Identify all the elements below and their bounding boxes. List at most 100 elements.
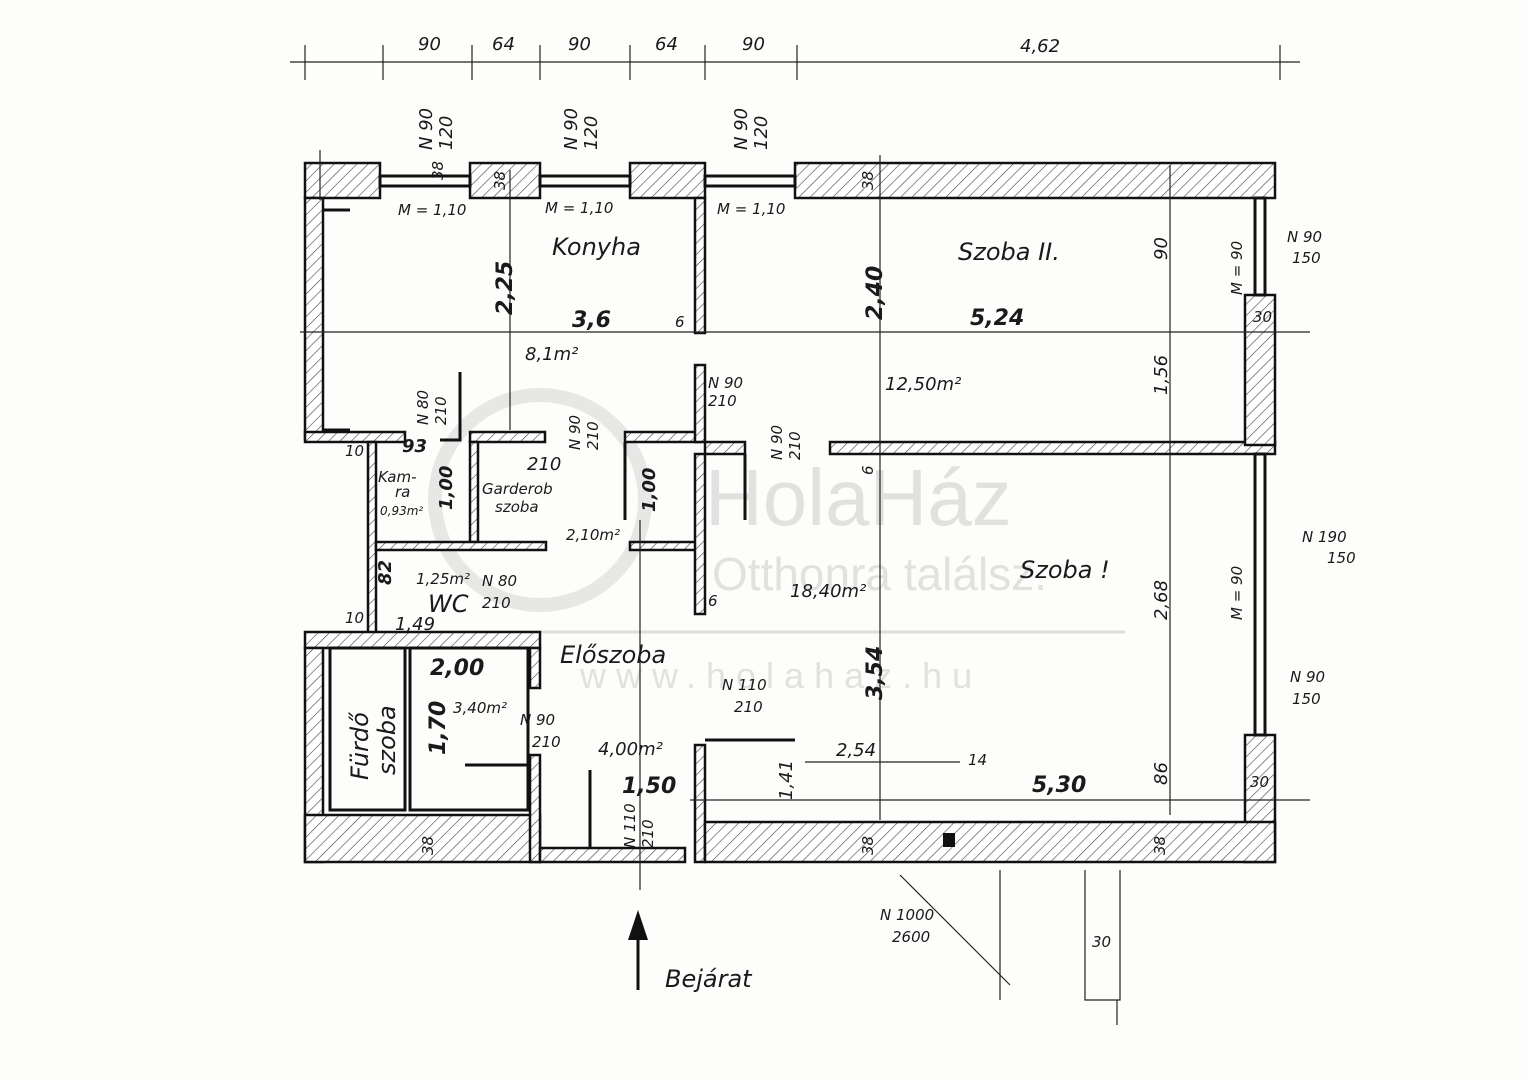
door-size: N 90 (768, 425, 786, 460)
room-width: 1,50 (622, 774, 676, 799)
dim-label: 1,41 (776, 760, 797, 800)
window-height: 150 (1327, 549, 1356, 567)
room-width: 210 (527, 454, 561, 475)
room-width: 1,49 (395, 614, 435, 635)
room-eloszoba: Előszoba 4,00m² 1,50 (560, 641, 676, 799)
door-size: N 1000 (880, 906, 934, 924)
watermark-url: www.holahaz.hu (579, 655, 982, 696)
watermark-brand: HolaHáz (705, 453, 1012, 542)
window-sill: M = 1,10 (717, 200, 785, 218)
dim-label: 30 (1253, 308, 1272, 326)
wall-thickness: 38 (859, 171, 877, 190)
room-name: Fürdő (346, 712, 374, 780)
room-width: 3,6 (572, 308, 611, 333)
dimension-lines (300, 150, 1310, 890)
room-depth: 2,25 (493, 261, 518, 315)
window-size: N 90 (731, 108, 752, 150)
dim-label: 6 (675, 313, 685, 331)
dim-label: 90 (1151, 237, 1172, 260)
dim-label: 6 (859, 465, 877, 475)
wall-thickness: 38 (429, 161, 447, 180)
dim-label: 90 (742, 34, 765, 55)
windows-fixtures (323, 174, 1267, 1025)
door-height: 210 (639, 819, 657, 848)
room-depth: 82 (375, 560, 396, 585)
door-size: N 90 (566, 415, 584, 450)
room-name: Szoba II. (958, 238, 1060, 266)
room-name: szoba (495, 498, 539, 516)
room-area: 8,1m² (525, 344, 578, 365)
door-height: 210 (482, 594, 511, 612)
dim-label: 2,54 (836, 740, 876, 761)
room-wc: WC 1,25m² 82 1,49 (375, 560, 470, 635)
room-area: 3,40m² (453, 699, 507, 717)
dim-label: 86 (1151, 762, 1172, 785)
room-name: ra (395, 483, 410, 501)
walls (303, 161, 1277, 864)
top-dimension-chain: 90 64 90 64 90 4,62 (290, 34, 1300, 80)
door-height: 210 (584, 421, 602, 450)
dim-label: 10 (345, 442, 364, 460)
dim-label: 38 (859, 836, 877, 855)
room-depth: 2,68 (1151, 580, 1172, 620)
dim-label: 30 (1092, 933, 1111, 951)
window-size: N 190 (1302, 528, 1347, 546)
room-area: 4,00m² (598, 739, 663, 760)
wall-thickness: 38 (491, 171, 509, 190)
room-width: 5,30 (1032, 773, 1086, 798)
door-height: 210 (432, 396, 450, 425)
room-area: 12,50m² (885, 374, 961, 395)
room-konyha: Konyha 3,6 2,25 8,1m² (493, 233, 641, 365)
room-name: Garderob (482, 480, 553, 498)
entrance-label: Bejárat (665, 965, 753, 993)
room-width: 5,24 (970, 306, 1024, 331)
room-area: 1,25m² (416, 570, 470, 588)
room-name: Konyha (552, 233, 641, 261)
dim-label: 90 (568, 34, 591, 55)
door-size: N 110 (722, 676, 767, 694)
door-size: N 110 (621, 803, 639, 848)
room-furdo: Fürdő szoba 2,00 1,70 3,40m² (346, 656, 507, 780)
room-szoba-1: Szoba ! 18,40m² 5,30 3,54 2,68 (790, 556, 1172, 798)
door-height: 210 (786, 431, 804, 460)
door-height: 210 (708, 392, 737, 410)
window-size: N 90 (1290, 668, 1325, 686)
door-height: 2600 (892, 928, 930, 946)
room-name: Előszoba (560, 641, 666, 669)
window-sill: M = 90 (1228, 566, 1246, 620)
window-size: N 90 (1287, 228, 1322, 246)
dim-label: 38 (419, 836, 437, 855)
window-sill: M = 1,10 (545, 199, 613, 217)
door-size: N 80 (414, 390, 432, 425)
dim-label: 90 (418, 34, 441, 55)
room-name: Kam- (378, 468, 417, 486)
door-height: 210 (734, 698, 763, 716)
right-window-labels: N 90 150 M = 90 N 190 150 M = 90 N 90 15… (1228, 228, 1356, 708)
dim-label: 6 (708, 592, 718, 610)
window-height: 120 (751, 116, 772, 150)
window-height: 120 (581, 116, 602, 150)
room-depth: 1,00 (436, 466, 457, 510)
window-sill: M = 90 (1228, 241, 1246, 295)
room-depth: 2,40 (863, 266, 888, 320)
dim-label: 38 (1151, 836, 1169, 855)
window-height: 150 (1292, 690, 1321, 708)
room-name: szoba (373, 705, 401, 775)
window-size: N 90 (561, 108, 582, 150)
dim-label: 14 (968, 751, 987, 769)
window-height: 150 (1292, 249, 1321, 267)
room-depth: 3,54 (863, 646, 888, 700)
misc-dimensions: 90 1,56 30 30 86 38 38 38 6 6 6 10 10 2,… (345, 237, 1272, 951)
door-height: 210 (532, 733, 561, 751)
door-size: N 90 (708, 374, 743, 392)
room-garderob: Garderob szoba 210 1,00 2,10m² (482, 454, 660, 544)
room-area: 0,93m² (380, 504, 423, 518)
room-name: WC (428, 590, 469, 618)
dim-label: 1,56 (1151, 355, 1172, 395)
door-size: N 90 (520, 711, 555, 729)
door-size: N 80 (482, 572, 517, 590)
room-szoba-2: Szoba II. 5,24 2,40 12,50m² (863, 238, 1060, 395)
